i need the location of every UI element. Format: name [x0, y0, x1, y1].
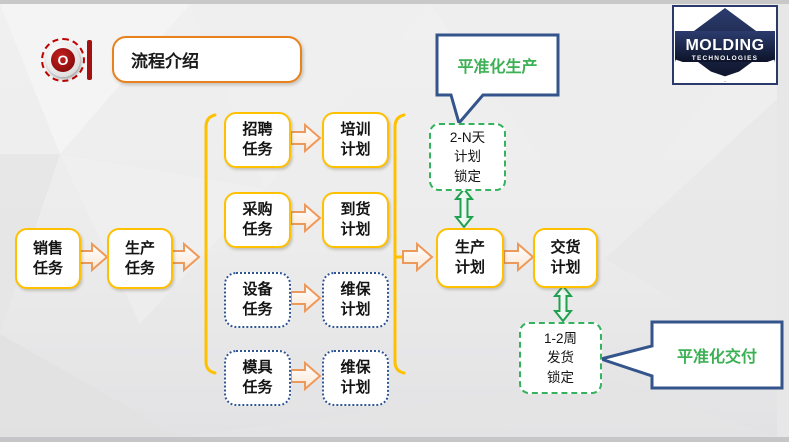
window-bottom-edge — [0, 437, 789, 442]
callout-delivery-label: 平准化交付 — [676, 349, 757, 366]
logo-wordmark: MOLDING — [685, 37, 764, 54]
callout-production-label: 平准化生产 — [457, 59, 538, 76]
flow-box-arrival-plan: 到货 计划 — [322, 192, 389, 248]
flow-box-sales-task: 销售 任务 — [15, 228, 81, 289]
flow-box-purchase-task: 采购 任务 — [224, 192, 291, 248]
logo-subtitle: TECHNOLOGIES — [692, 55, 758, 62]
flow-box-delivery-plan: 交货 计划 — [533, 228, 598, 288]
flow-box-delivery-lock: 1-2周 发货 锁定 — [519, 322, 602, 394]
window-top-edge — [0, 0, 789, 4]
company-logo: MOLDING TECHNOLOGIES — [672, 5, 778, 85]
logo-chevron-gap — [674, 59, 776, 82]
logo-band — [675, 31, 775, 62]
section-emblem-bar — [87, 40, 92, 80]
flow-box-production-plan: 生产 计划 — [436, 228, 504, 288]
flow-box-mold-task: 模具 任务 — [224, 350, 291, 406]
flow-box-production-lock: 2-N天 计划 锁定 — [429, 123, 506, 191]
section-emblem-letter: O — [51, 48, 75, 72]
flow-box-maintenance-plan-equipment: 维保 计划 — [322, 272, 389, 328]
flow-box-production-task: 生产 任务 — [107, 228, 173, 289]
flow-box-equipment-task: 设备 任务 — [224, 272, 291, 328]
section-emblem-dashed-ring — [41, 38, 85, 82]
flow-box-recruit-task: 招聘 任务 — [224, 112, 291, 168]
flow-box-maintenance-plan-mold: 维保 计划 — [322, 350, 389, 406]
flow-box-training-plan: 培训 计划 — [322, 112, 389, 168]
page-title: 流程介绍 — [112, 36, 302, 83]
